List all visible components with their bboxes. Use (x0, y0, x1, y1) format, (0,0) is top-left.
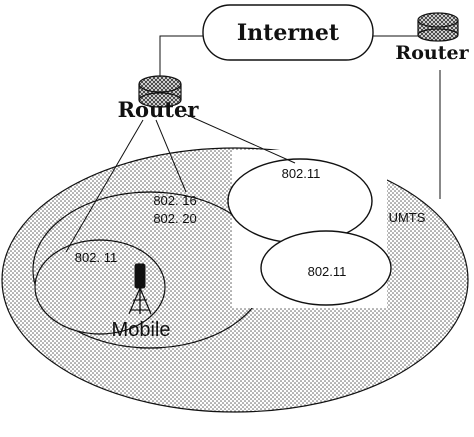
umts-label: UMTS (389, 210, 426, 225)
right-router-icon (417, 12, 459, 42)
router-wifi-top-link (184, 113, 296, 164)
wimax-label-line1: 802. 16 (153, 193, 196, 208)
mobile-antenna-icon (128, 263, 152, 315)
router-wifi-left-link (65, 119, 144, 253)
router-wimax-link (155, 119, 187, 193)
connection-lines (65, 24, 441, 253)
left-router-icon (138, 75, 182, 108)
wimax-label-line2: 802. 20 (153, 211, 196, 226)
wifi-top-label: 802.11 (282, 166, 321, 181)
wifi-left-label: 802. 11 (75, 250, 117, 265)
router-internet-link (159, 35, 203, 80)
internet-label: Internet (237, 20, 340, 46)
internet-cloud (202, 4, 374, 61)
right-router-label: Router (395, 42, 469, 64)
wifi-cell-mid (260, 230, 392, 306)
mobile-label: Mobile (112, 319, 171, 341)
internet-right-router-link (372, 24, 421, 37)
left-router-label: Router (118, 97, 200, 122)
wifi-mid-label: 802.11 (308, 264, 347, 279)
